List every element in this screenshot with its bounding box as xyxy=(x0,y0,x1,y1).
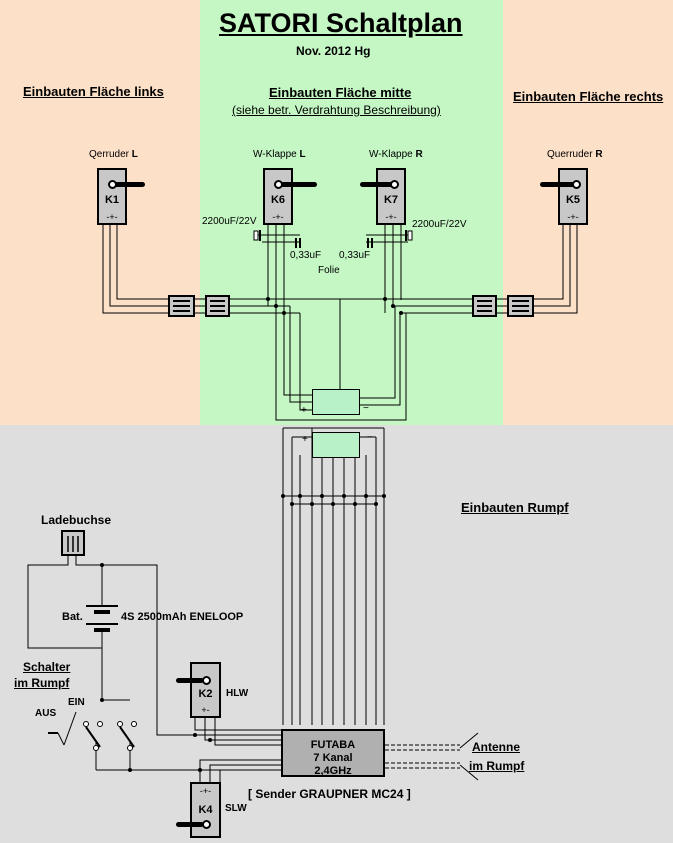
battery-spec: 4S 2500mAh ENELOOP xyxy=(121,611,244,623)
servo-k7-id: K7 xyxy=(383,194,399,206)
wing-board-minus: − xyxy=(363,403,369,414)
battery-label: Bat. xyxy=(62,611,83,623)
servo-k7-pivot xyxy=(390,180,399,189)
servo-k1-caption: Qerruder L xyxy=(89,149,138,160)
servo-k5: K5 -+- xyxy=(540,168,588,225)
connector-left-wing xyxy=(168,295,195,317)
servo-k2-id: K2 xyxy=(198,688,213,700)
zone-label-right: Einbauten Fläche rechts xyxy=(513,89,664,104)
receiver-line1: FUTABA xyxy=(310,739,356,751)
servo-k6-horn xyxy=(277,182,317,187)
zone-middle-wing xyxy=(200,0,503,425)
distribution-board-wing xyxy=(312,389,360,415)
capacitor-film-left-label: 0,33uF xyxy=(290,250,322,261)
servo-k5-pins: -+- xyxy=(567,212,579,222)
servo-k1-horn xyxy=(111,182,145,187)
servo-k2-label: HLW xyxy=(226,688,249,699)
fuselage-board-plus: + xyxy=(302,434,308,445)
servo-k4-id: K4 xyxy=(198,804,213,816)
servo-k2-pins: +- xyxy=(201,705,210,715)
servo-k1-id: K1 xyxy=(104,194,120,206)
zone-label-left: Einbauten Fläche links xyxy=(23,84,164,99)
wing-board-plus: + xyxy=(301,405,307,416)
capacitor-film-right xyxy=(367,238,373,248)
receiver-line2: 7 Kanal xyxy=(313,752,353,764)
servo-k4: -+- K4 xyxy=(176,782,221,838)
capacitor-film-note: Folie xyxy=(318,265,340,276)
servo-k5-caption: Querruder R xyxy=(547,149,603,160)
connector-middle-left xyxy=(205,295,230,317)
servo-k6-pivot xyxy=(274,180,283,189)
transmitter-label: [ Sender GRAUPNER MC24 ] xyxy=(248,787,411,801)
capacitor-elko-left-label: 2200uF/22V xyxy=(202,216,257,227)
servo-k2-pivot xyxy=(202,676,211,685)
servo-k2-horn xyxy=(176,678,204,683)
servo-k7: K7 -+- xyxy=(360,168,406,225)
servo-k5-pivot xyxy=(572,180,581,189)
switch-on-label: EIN xyxy=(68,697,85,708)
servo-k1: K1 -+- xyxy=(97,168,145,225)
capacitor-elko-left xyxy=(253,230,261,241)
page-subtitle: Nov. 2012 Hg xyxy=(296,44,371,58)
capacitor-film-right-label: 0,33uF xyxy=(339,250,371,261)
servo-k5-horn xyxy=(540,182,578,187)
charging-socket-label: Ladebuchse xyxy=(41,513,112,527)
servo-k4-horn xyxy=(176,822,204,827)
connector-middle-right xyxy=(472,295,497,317)
servo-k4-pivot xyxy=(202,820,211,829)
servo-k7-pins: -+- xyxy=(385,212,397,222)
capacitor-elko-right xyxy=(405,230,413,241)
zone-label-fuselage: Einbauten Rumpf xyxy=(461,500,569,515)
servo-k1-pivot xyxy=(108,180,117,189)
receiver: FUTABA 7 Kanal 2,4GHz xyxy=(281,729,385,777)
distribution-board-fuselage xyxy=(312,432,360,458)
switch-title-line2: im Rumpf xyxy=(14,676,70,690)
servo-k6: K6 -+- xyxy=(263,168,317,225)
charging-socket xyxy=(61,530,85,556)
zone-note-middle: (siehe betr. Verdrahtung Beschreibung) xyxy=(232,103,441,117)
servo-k6-id: K6 xyxy=(270,194,286,206)
connector-right-wing xyxy=(507,295,534,317)
fuselage-board-minus: − xyxy=(367,432,373,443)
servo-k1-pins: -+- xyxy=(106,212,118,222)
zone-right-wing xyxy=(503,0,673,425)
switch-off-label: AUS xyxy=(35,708,57,719)
capacitor-elko-right-label: 2200uF/22V xyxy=(412,219,467,230)
servo-k4-pins: -+- xyxy=(199,786,212,796)
servo-k6-pins: -+- xyxy=(272,212,284,222)
servo-k4-label: SLW xyxy=(225,803,247,814)
antenna-label-line1: Antenne xyxy=(472,740,520,754)
servo-k7-caption: W-Klappe R xyxy=(369,149,423,160)
servo-k5-id: K5 xyxy=(565,194,581,206)
capacitor-film-left xyxy=(295,238,301,248)
servo-k2: K2 +- xyxy=(176,662,221,718)
receiver-line3: 2,4GHz xyxy=(314,765,352,777)
zone-label-middle: Einbauten Fläche mitte xyxy=(269,85,412,100)
servo-k7-horn xyxy=(360,182,398,187)
switch-title-line1: Schalter xyxy=(23,660,71,674)
battery-symbol xyxy=(86,605,118,632)
page-title: SATORI Schaltplan xyxy=(219,8,463,38)
antenna-label-line2: im Rumpf xyxy=(469,759,525,773)
servo-k6-caption: W-Klappe L xyxy=(253,149,306,160)
